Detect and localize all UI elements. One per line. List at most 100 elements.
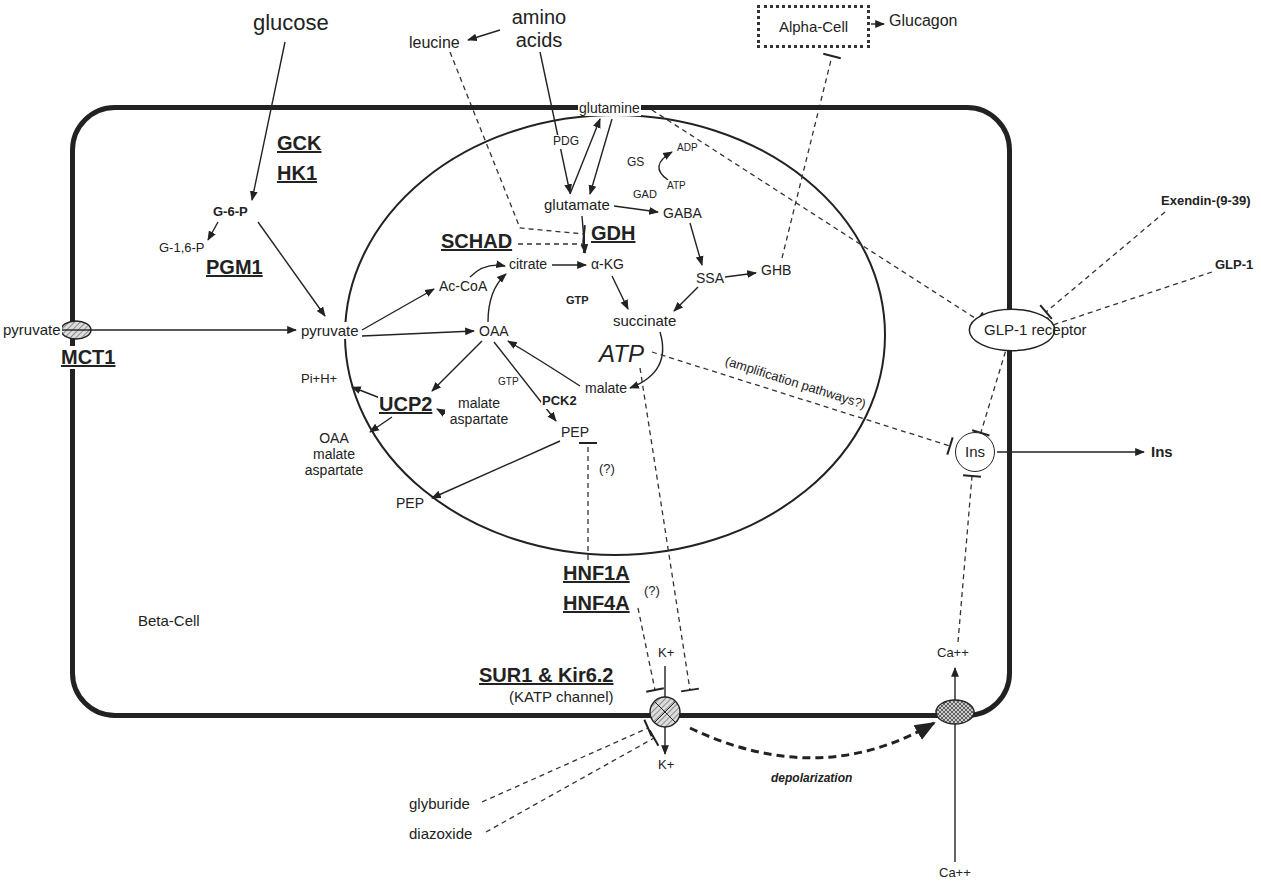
pathway-line: [690, 723, 934, 758]
pathway-line: [570, 119, 600, 194]
ellipse-shape: [969, 309, 1054, 350]
gene-label: UCP2: [378, 393, 433, 416]
pathway-label: citrate: [508, 256, 548, 272]
gene-label: GCK: [276, 132, 322, 155]
pathway-label: GAD: [632, 188, 658, 201]
pathway-line: [590, 119, 612, 194]
pathway-label: amino acids: [500, 6, 578, 52]
pathway-line: [540, 52, 570, 193]
pathway-label: K+: [657, 646, 675, 661]
pathway-label: Ca++: [936, 646, 970, 661]
pathway-line: [1046, 212, 1165, 312]
channel-symbol: [655, 702, 675, 722]
transporter-symbol: [61, 329, 91, 330]
pathway-line: [954, 668, 955, 862]
pathway-line: [725, 273, 756, 277]
pathway-line: [674, 287, 698, 311]
pathway-label: malate: [584, 380, 628, 396]
pathway-line: [871, 23, 884, 24]
pathway-label: succinate: [612, 312, 677, 329]
pathway-label: Ac-CoA: [438, 278, 488, 294]
pathway-label: GHB: [760, 262, 792, 278]
pathway-line: [470, 265, 505, 277]
pathway-line: [488, 274, 506, 322]
pathway-line: [486, 738, 654, 832]
gene-label: HNF1A: [562, 562, 631, 585]
pathway-line: [362, 331, 474, 336]
pathway-line: [958, 476, 972, 642]
pathway-label: GTP: [565, 294, 590, 307]
pathway-label: GS: [626, 156, 645, 170]
gene-label: HK1: [276, 162, 318, 185]
cell-box: Alpha-Cell: [757, 5, 870, 48]
pathway-line: [518, 243, 584, 244]
pathway-label: glucose: [252, 10, 330, 35]
pathway-label: K+: [657, 758, 675, 773]
pathway-label: Ins: [1150, 443, 1174, 460]
pathway-label: Exendin-(9-39): [1160, 194, 1252, 209]
pathway-label: (?): [643, 584, 661, 599]
pathway-label: glutamate: [543, 196, 611, 213]
pathway-line: [362, 289, 434, 330]
pathway-label: (amplification pathways?): [722, 354, 868, 413]
channel-symbol: [650, 697, 680, 727]
pathway-label: G-1,6-P: [158, 241, 206, 256]
receptor-ellipse: GLP-1 receptor: [968, 308, 1056, 352]
pathway-line: [432, 341, 482, 391]
pathway-label: (KATP channel): [508, 688, 615, 705]
pathway-label: leucine: [408, 34, 461, 52]
pathway-label: ADP: [676, 142, 699, 154]
pathway-line: [482, 728, 648, 802]
pathway-label: ATP: [598, 340, 645, 368]
pathway-line: [208, 222, 218, 240]
gene-label: GDH: [590, 222, 636, 245]
gene-label: SCHAD: [440, 230, 513, 253]
pathway-label: GABA: [662, 205, 703, 221]
pathway-line: [640, 368, 690, 690]
pathway-line: [1050, 272, 1212, 326]
pathway-line: [370, 417, 392, 432]
pathway-label: pyruvate: [300, 322, 360, 339]
gene-label: HNF4A: [562, 592, 631, 615]
pathway-label: depolarization: [770, 772, 853, 786]
signal-connector: [981, 352, 1006, 433]
pathway-line: [432, 441, 560, 498]
pathway-line: [997, 451, 1144, 452]
pathway-line: [652, 352, 950, 446]
pathway-label: PCK2: [541, 394, 578, 409]
pathway-label: G-6-P: [212, 205, 249, 220]
gene-label: SUR1 & Kir6.2: [478, 664, 615, 687]
pathway-line: [468, 30, 500, 40]
gene-label: MCT1: [60, 346, 116, 369]
node-label: Ins: [965, 443, 985, 460]
pathway-label: GTP: [497, 376, 520, 388]
pathway-line: [612, 276, 628, 309]
pathway-line: [62, 329, 296, 330]
pathway-line: [690, 223, 702, 265]
pathway-line: [782, 56, 832, 258]
pathway-label: pyruvate: [2, 321, 62, 338]
pathway-line: [638, 608, 655, 690]
pathway-line: [552, 264, 586, 265]
pathway-label: ATP: [666, 180, 687, 192]
pathway-label: GLP-1: [1214, 258, 1254, 273]
node-label: GLP-1 receptor: [984, 321, 1040, 338]
pathway-line: [614, 206, 658, 212]
mitochondrion-outline: [345, 115, 885, 555]
transporter-symbol: [61, 321, 91, 339]
pathway-line: [352, 387, 380, 398]
pathway-line: [587, 443, 588, 560]
pathway-label: PEP: [395, 495, 425, 511]
pathway-label: diazoxide: [408, 825, 473, 842]
pathway-label: (?): [598, 462, 616, 477]
node-label: Beta-Cell: [138, 612, 200, 629]
pathway-label: SSA: [695, 270, 725, 286]
pathway-label: Pi+H+: [300, 372, 338, 387]
cell-outline: Beta-CellGLP-1 receptorIns: [70, 105, 1012, 718]
pathway-label: OAA: [478, 323, 510, 339]
pathway-label: malate aspartate: [445, 395, 513, 427]
